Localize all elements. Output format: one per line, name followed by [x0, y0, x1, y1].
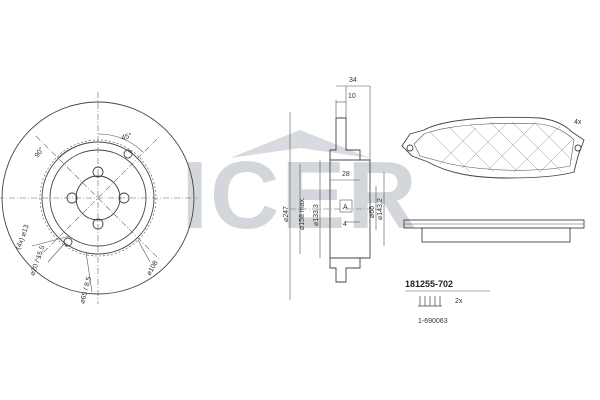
angle-90-label: 90°	[33, 146, 46, 159]
dim-15-label: ⌀20 / 15,5	[29, 245, 46, 277]
angle-45-label: 45°	[120, 131, 132, 142]
dim-108-label: ⌀108	[146, 260, 160, 277]
clip-accessory	[418, 296, 442, 307]
dim-158-label: ⌀158 max.	[299, 197, 306, 230]
clip-code-label: 1-690063	[418, 318, 448, 325]
dim-a-label: A	[343, 204, 348, 211]
disc-side-view: 34 10 28 A 4 ⌀247 ⌀158 max. ⌀133,3 ⌀66 ⌀…	[283, 77, 385, 300]
dim-4-label: 4	[343, 221, 347, 228]
dim-10-label: 10	[348, 93, 356, 100]
dim-66-label: ⌀66	[369, 206, 376, 218]
clip-qty-label: 2x	[455, 298, 463, 305]
part-info: 181255-702 2x 1-690063	[405, 279, 490, 325]
dim-65-label: ⌀65 / 8,5	[79, 276, 93, 305]
brake-pad: 4x	[401, 116, 585, 243]
dim-28-label: 28	[342, 171, 350, 178]
dim-34-label: 34	[349, 77, 357, 84]
dim-13-label: (4x) ⌀13	[15, 224, 31, 251]
dim-133-label: ⌀133,3	[313, 204, 320, 226]
pad-qty-label: 4x	[574, 119, 582, 126]
icer-watermark: ICER	[181, 130, 418, 249]
dim-247-label: ⌀247	[283, 206, 290, 222]
watermark-text: ICER	[181, 142, 418, 249]
disc-front-view: 90° 45° (4x) ⌀13 ⌀20 / 15,5 ⌀65 / 8,5 ⌀1…	[0, 92, 198, 305]
dim-143-label: ⌀143,2	[377, 198, 384, 220]
part-number: 181255-702	[405, 279, 453, 289]
